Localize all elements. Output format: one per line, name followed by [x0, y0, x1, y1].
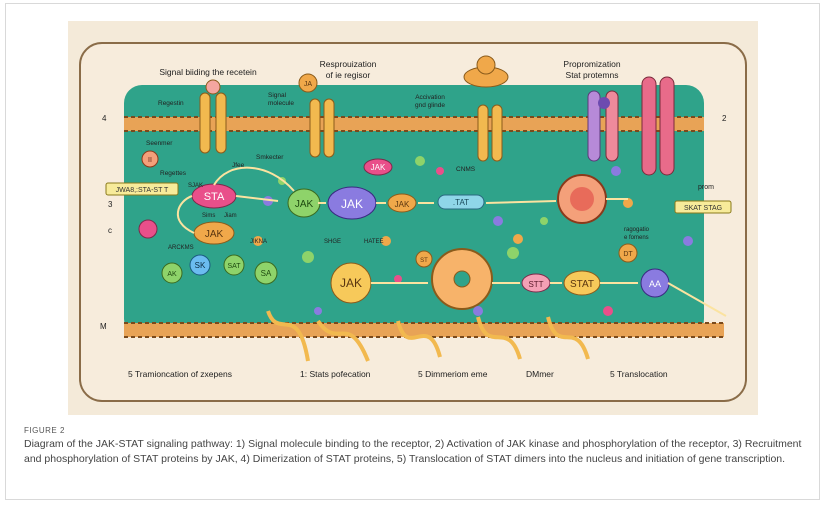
jak-orange: JAK	[387, 193, 417, 213]
label-step5a: 5 Tramioncation of zxepens	[128, 369, 232, 379]
label-shge: SHGE	[324, 239, 341, 245]
label-jiam: Jiam	[224, 213, 237, 219]
pathway-svg: STA JAK JAK JAK JAK JAK .TAT JAK STAT	[79, 42, 747, 402]
label-propromization-sub: Stat protemns	[566, 70, 619, 80]
aa-molecule: AA	[640, 268, 670, 298]
ii-molecule: II	[141, 150, 159, 168]
stt-molecule: STT	[521, 273, 551, 293]
label-step5c: 5 Translocation	[610, 369, 668, 379]
jak-large-label: JAK	[341, 197, 363, 211]
stt-label: STT	[528, 280, 543, 289]
label-cnms: CNMS	[456, 166, 476, 173]
sta-molecule: STA	[191, 183, 237, 209]
label-m: M	[100, 322, 107, 331]
pathway-illustration: STA JAK JAK JAK JAK JAK .TAT JAK STAT	[68, 21, 758, 415]
label-regestin: Regestin	[158, 100, 184, 107]
label-propromization: Propromization	[563, 59, 620, 69]
label-sims: Sims	[202, 213, 215, 219]
jak-center: JAK	[330, 262, 372, 304]
label-seenmer: Seenmer	[146, 140, 173, 147]
right-label-box	[674, 200, 732, 214]
label-two: 2	[722, 114, 727, 123]
label-four: 4	[102, 114, 107, 123]
label-jikna: JIKNA	[250, 239, 267, 245]
jak-small-label: JAK	[205, 229, 224, 240]
st-molecule: ST	[415, 250, 433, 268]
sta-label: STA	[204, 191, 225, 203]
jak-small-1: JAK	[193, 221, 235, 245]
label-regettes: Regettes	[160, 170, 187, 177]
left-box-text: JWA8,:STA-ST T	[116, 187, 169, 194]
sat-label: SAT	[227, 263, 241, 270]
aa-label: AA	[649, 279, 661, 289]
receptor-5	[641, 76, 675, 176]
right-box-text: SKAT STAG	[684, 205, 722, 212]
stat-box: STAT	[563, 270, 601, 296]
label-step1: 1: Stats pofecation	[300, 369, 371, 379]
label-ja: JA	[304, 81, 313, 88]
lower-receptor-fibers	[266, 310, 590, 362]
label-hatee: HATEE	[364, 239, 384, 245]
receptor-3	[477, 104, 503, 162]
st-label: ST	[420, 258, 428, 264]
jak-pink-label: JAK	[371, 163, 386, 172]
label-signal-molecule: Signal	[268, 92, 287, 99]
jak-large: JAK	[327, 186, 377, 220]
sk-molecule: SK	[189, 254, 211, 276]
figure-caption: Diagram of the JAK-STAT signaling pathwa…	[24, 438, 802, 465]
dt-label: DT	[623, 251, 633, 258]
label-repolarization-sub: of ie regisor	[326, 70, 371, 80]
jak-orange-label: JAK	[395, 200, 410, 209]
ja-bubble	[298, 73, 318, 93]
dt-molecule: DT	[618, 243, 638, 263]
label-three: 3	[108, 200, 113, 209]
ii-label: II	[148, 157, 152, 164]
bottom-membrane	[124, 322, 724, 338]
dimer-ring	[431, 248, 493, 310]
ak-label: AK	[167, 271, 177, 278]
jak-center-label: JAK	[340, 276, 362, 290]
label-step5b: 5 Dimmeriom eme	[418, 369, 488, 379]
label-activation-sub: gnd glinde	[415, 102, 445, 109]
label-ragogatio: ragogatio	[624, 227, 650, 233]
nucleus	[557, 174, 607, 224]
receptor-4	[587, 90, 619, 162]
ak-molecule: AK	[161, 262, 183, 284]
sa-label: SA	[261, 269, 272, 278]
jak-pink-top: JAK	[363, 158, 393, 176]
sa-molecule: SA	[254, 261, 278, 285]
sk-label: SK	[195, 261, 206, 270]
label-signal-binding: Signal biiding the recetein	[159, 67, 257, 77]
sat-molecule: SAT	[223, 254, 245, 276]
label-dimer: DMmer	[526, 369, 554, 379]
label-sjak: SJAK	[188, 183, 203, 189]
label-activation: Accivation	[415, 94, 445, 101]
label-signal-molecule-sub: molecule	[268, 100, 294, 107]
receptor-1	[199, 79, 227, 154]
receptor-2	[309, 98, 335, 158]
label-jfee: Jfee	[232, 162, 245, 169]
label-repolarization: Resprouization	[320, 59, 377, 69]
pathway-arrows	[176, 166, 727, 317]
figure-label: FIGURE 2	[24, 426, 65, 435]
left-label-box	[105, 182, 179, 196]
label-smkecter: Smkecter	[256, 154, 284, 161]
jak-green: JAK	[287, 188, 321, 218]
label-arckms: ARCKMS	[168, 245, 194, 251]
stat-dot-box: .TAT	[437, 194, 485, 210]
label-c: c	[108, 226, 112, 235]
stat-dot-label: .TAT	[453, 198, 469, 207]
stat-label: STAT	[570, 279, 594, 290]
jak-side-c	[138, 219, 158, 239]
label-prom: prom	[698, 184, 714, 191]
label-ragogatio-sub: e fomens	[624, 235, 649, 241]
ligand-top	[463, 55, 509, 88]
jak-green-label: JAK	[295, 199, 314, 210]
